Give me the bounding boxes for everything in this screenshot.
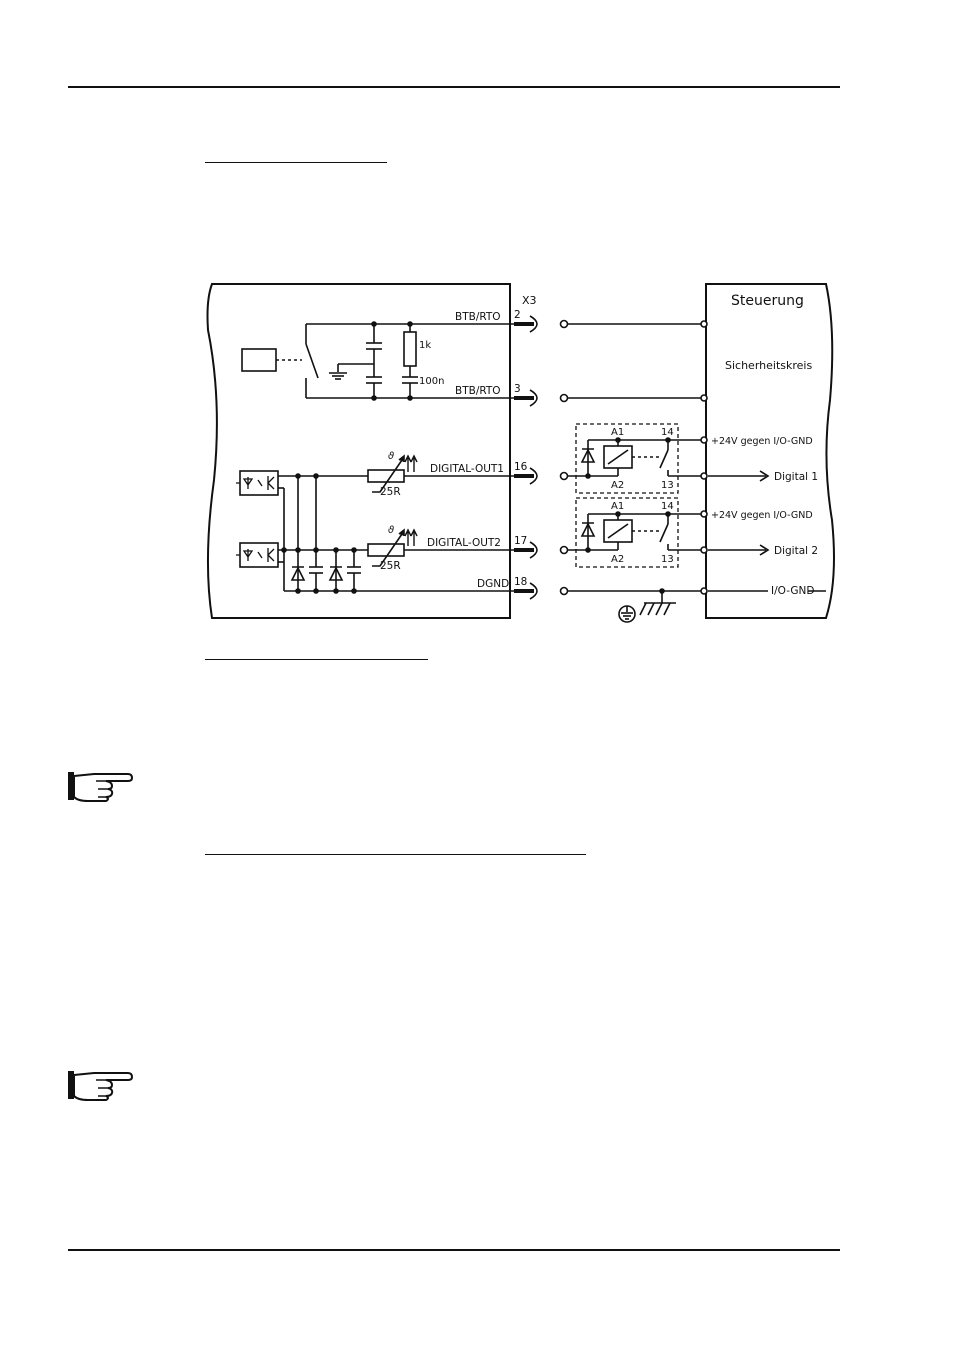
servo-amplifier-outline (206, 283, 511, 619)
optocoupler-1 (239, 470, 279, 496)
relay-box-2 (575, 497, 679, 568)
controller-outline (705, 283, 835, 619)
relay-terminal: 14 (661, 427, 674, 438)
controller-title: Steuerung (731, 293, 804, 309)
supply-label: +24V gegen I/O-GND (711, 510, 813, 521)
relay-terminal: A1 (611, 501, 624, 512)
output-label: Digital 2 (774, 545, 818, 557)
pointing-hand-icon (68, 772, 134, 802)
signal-name: BTB/RTO (455, 385, 501, 397)
resistor-value: 1k (419, 340, 431, 351)
relay-terminal: 13 (661, 480, 674, 491)
heading-underline-2 (205, 659, 428, 660)
pin-number: 18 (514, 576, 527, 588)
relay-box-1 (575, 423, 679, 494)
footer-rule (68, 1249, 840, 1251)
relay-terminal: A1 (611, 427, 624, 438)
pin-number: 2 (514, 309, 521, 321)
pin-number: 17 (514, 535, 527, 547)
supply-label: +24V gegen I/O-GND (711, 436, 813, 447)
safety-circuit-label: Sicherheitskreis (725, 359, 812, 372)
theta-symbol: ϑ (388, 451, 394, 462)
io-gnd-label: I/O-GND (771, 585, 814, 597)
ptc-resistor-1 (367, 469, 405, 483)
relay-terminal: A2 (611, 480, 624, 491)
ptc-value: 25R (380, 560, 401, 572)
connector-label: X3 (522, 294, 537, 307)
btb-relay-coil (241, 348, 277, 372)
capacitor-value: 100n (419, 376, 444, 387)
heading-underline-1 (205, 162, 387, 163)
pointing-hand-icon (68, 1071, 134, 1101)
ptc-resistor-2 (367, 543, 405, 557)
relay-terminal: 14 (661, 501, 674, 512)
pin-number: 16 (514, 461, 528, 473)
signal-name: DIGITAL-OUT2 (427, 537, 501, 549)
signal-name: BTB/RTO (455, 311, 501, 323)
relay-terminal: 13 (661, 554, 674, 565)
heading-underline-3 (205, 854, 586, 855)
signal-name: DGND (477, 578, 509, 590)
header-rule (68, 86, 840, 88)
relay-terminal: A2 (611, 554, 624, 565)
signal-name: DIGITAL-OUT1 (430, 463, 504, 475)
output-label: Digital 1 (774, 471, 818, 483)
theta-symbol: ϑ (388, 525, 394, 536)
ptc-value: 25R (380, 486, 401, 498)
pin-number: 3 (514, 383, 521, 395)
optocoupler-2 (239, 542, 279, 568)
